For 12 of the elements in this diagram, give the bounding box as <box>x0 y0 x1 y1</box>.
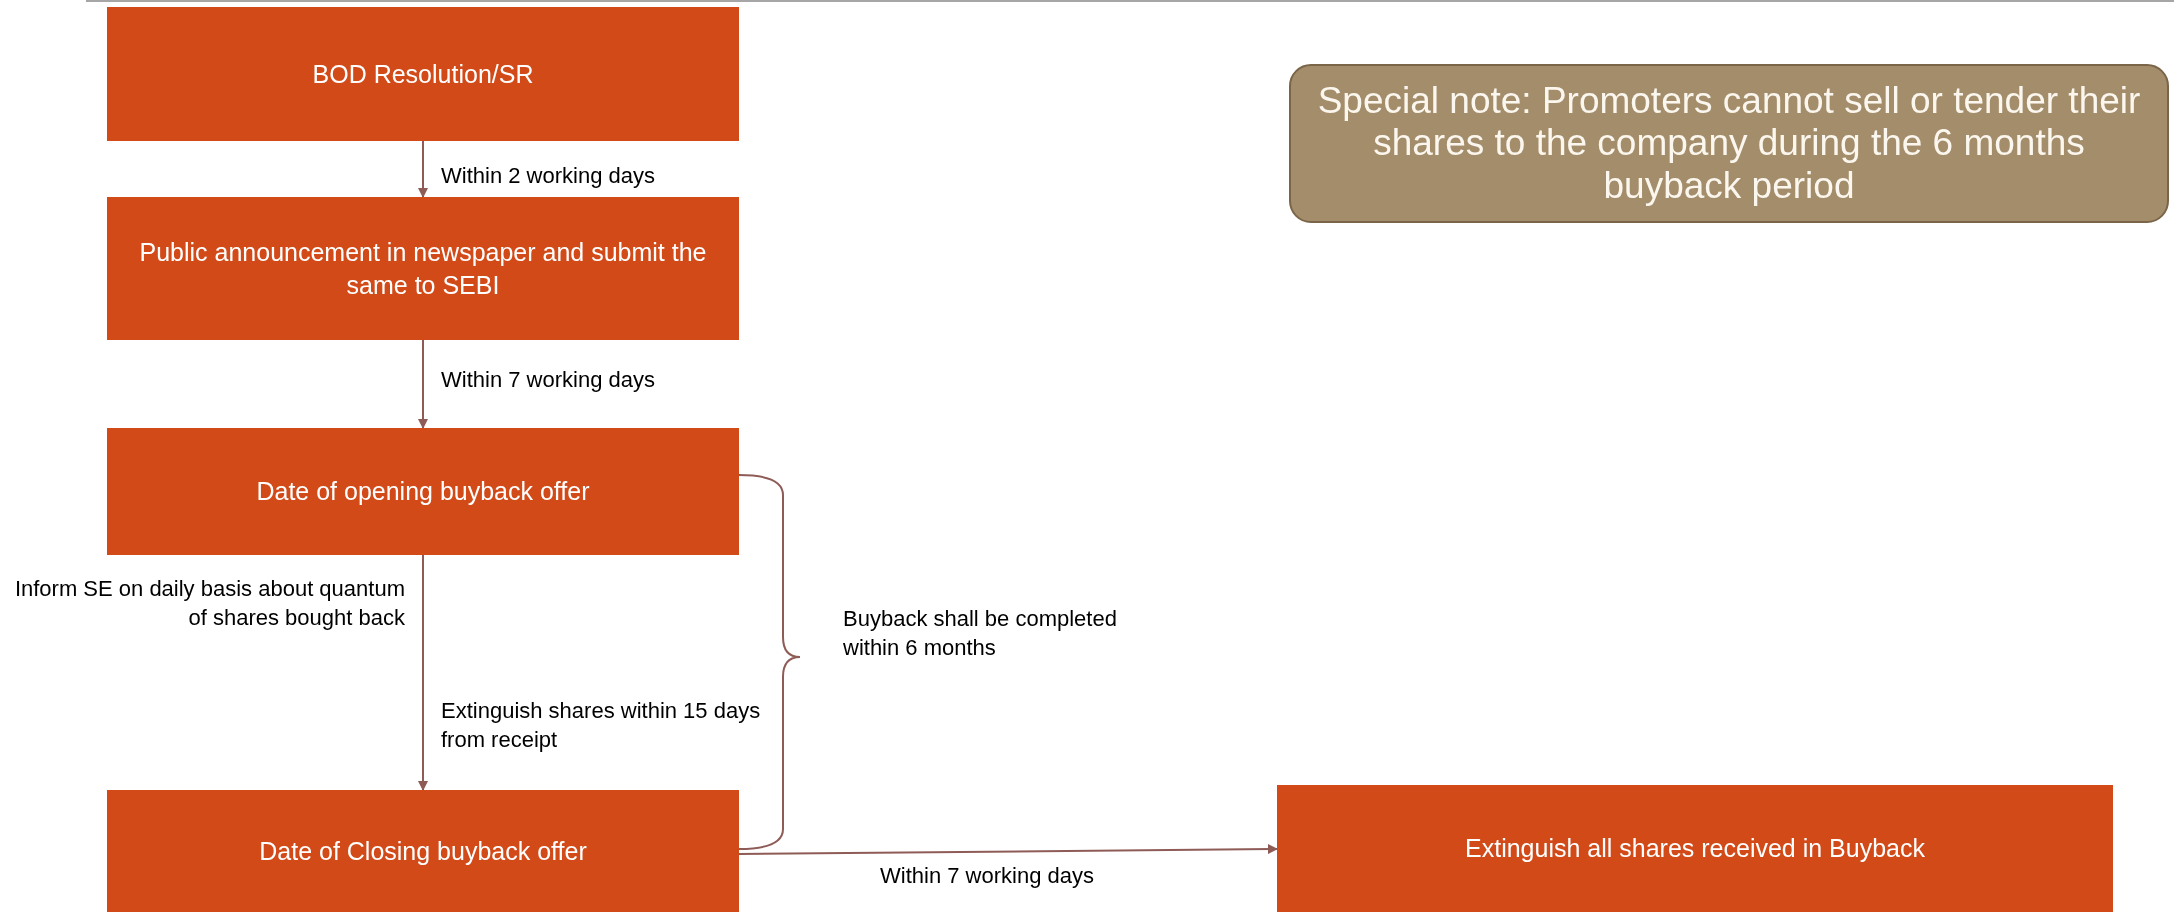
process-box: Date of Closing buyback offer <box>107 790 739 912</box>
process-box: Date of opening buyback offer <box>107 428 739 555</box>
note-text: Inform SE on daily basis about quantum of shares bought back <box>13 575 405 632</box>
process-box: Public announcement in newspaper and submit the same to SEBI <box>107 197 739 340</box>
arrow <box>418 140 428 198</box>
arrow <box>418 339 428 429</box>
note-box: Special note: Promoters cannot sell or tender their shares to the company during the 6 months buyback period <box>1289 64 2169 223</box>
process-box: BOD Resolution/SR <box>107 7 739 141</box>
note-text: Buyback shall be completed within 6 months <box>843 605 1118 662</box>
arrow <box>418 554 428 791</box>
arrow <box>738 844 1278 855</box>
process-box: Extinguish all shares received in Buyback <box>1277 785 2113 912</box>
